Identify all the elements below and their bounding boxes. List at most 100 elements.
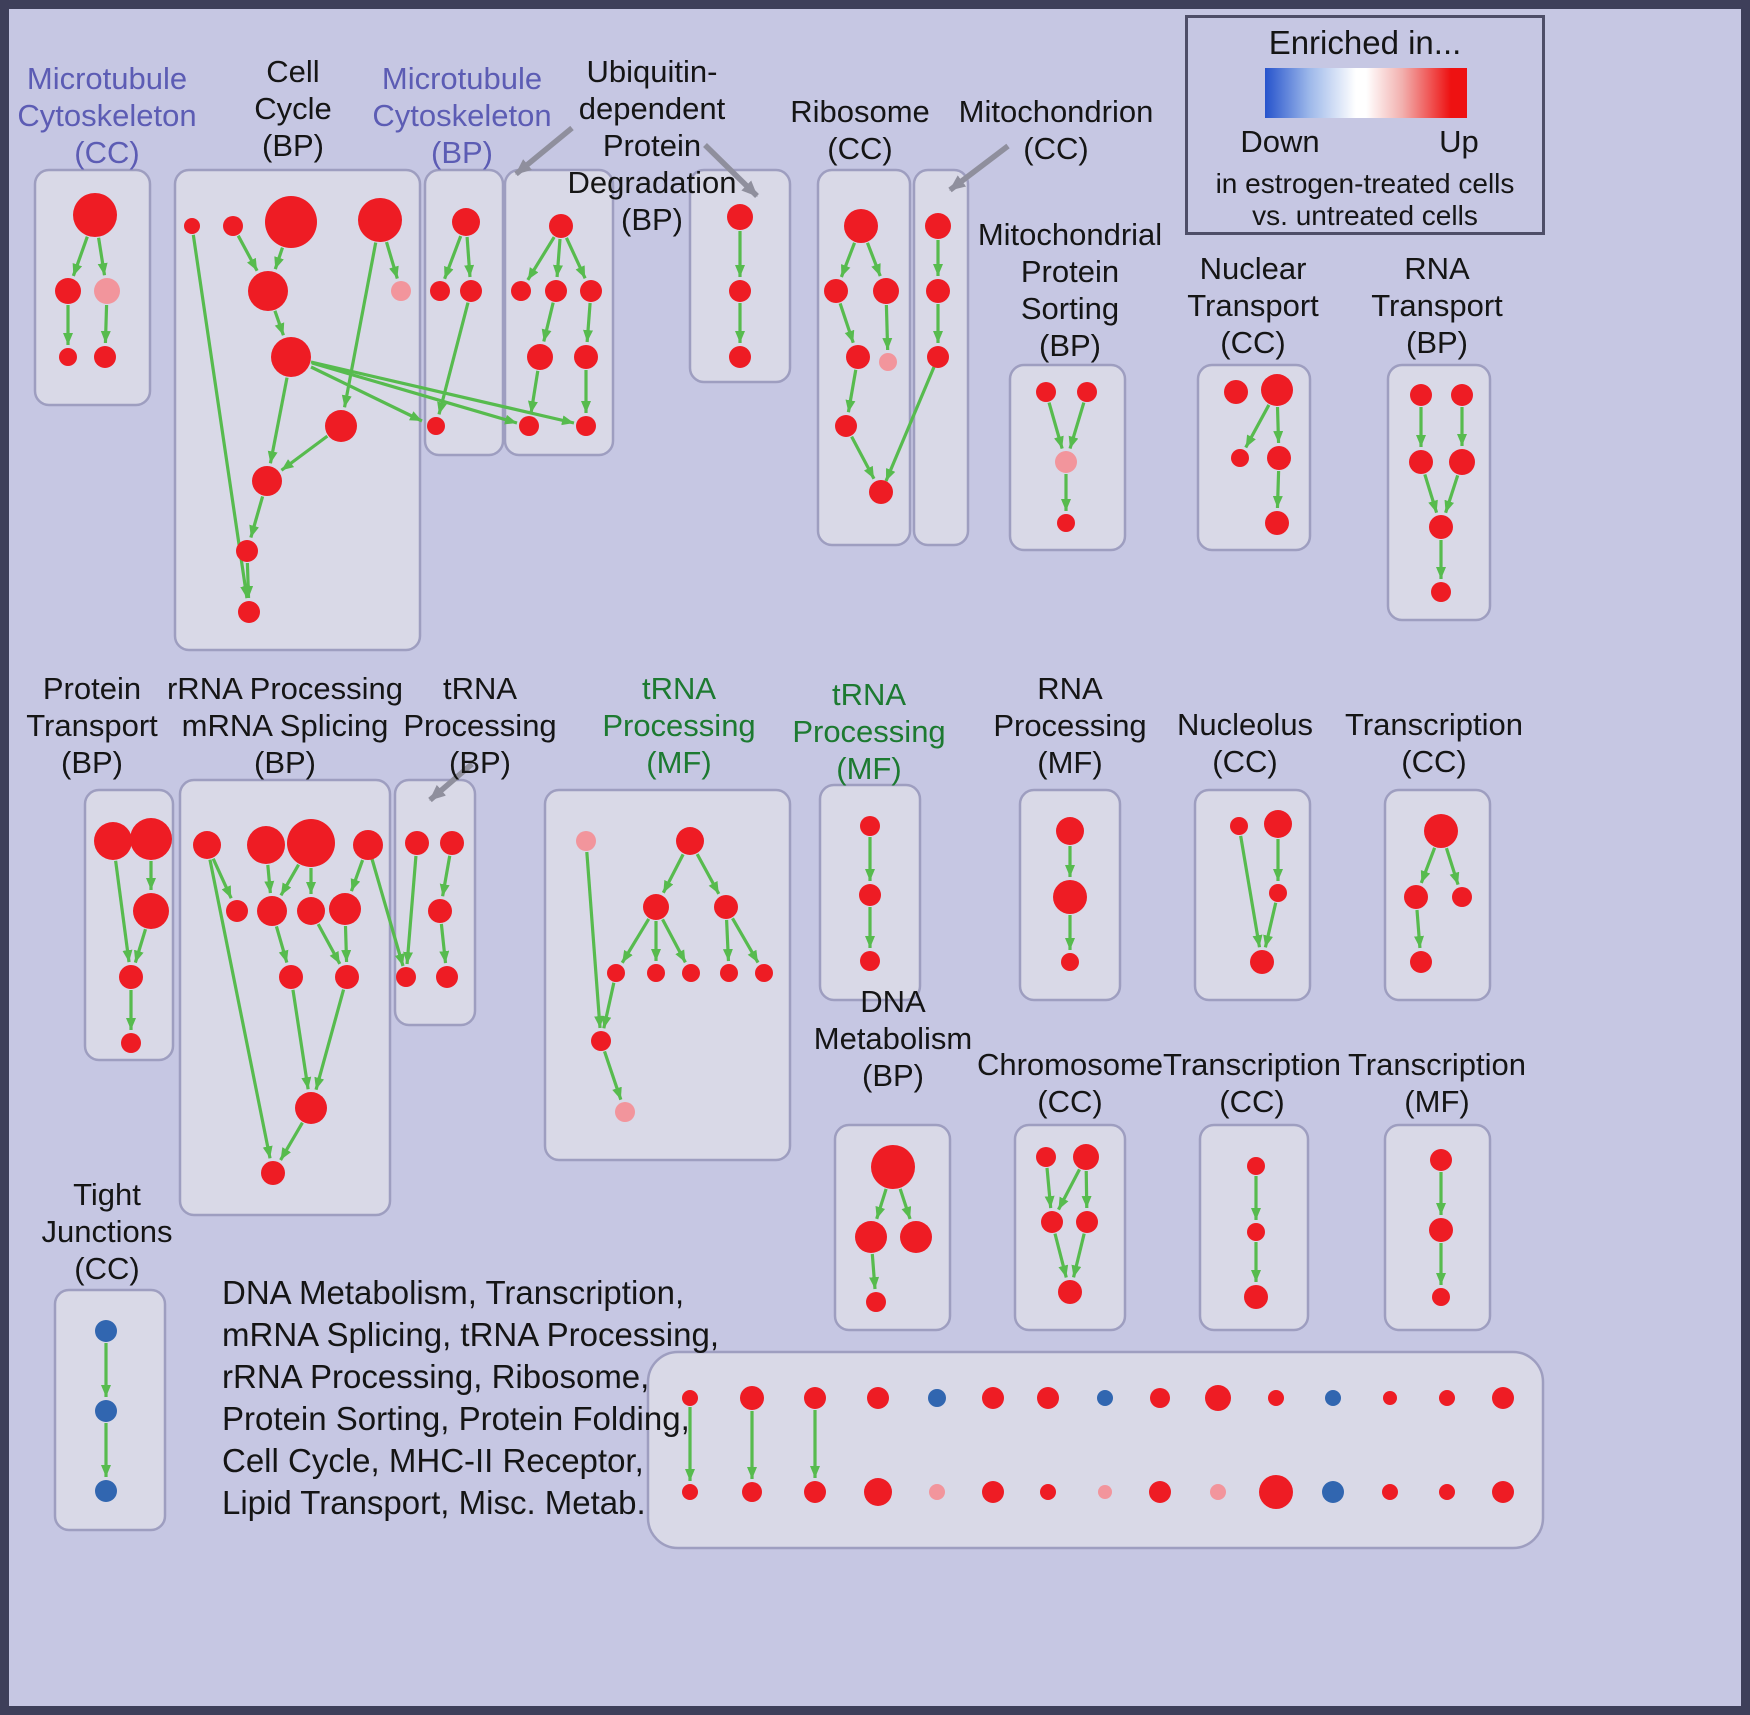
- color-legend: Enriched in... Down Up in estrogen-treat…: [1185, 15, 1545, 235]
- gene-node-microtubule-cytoskeleton-cc: [73, 193, 117, 237]
- gene-edge: [341, 242, 378, 408]
- gene-edge: [1272, 470, 1283, 509]
- gene-node-microtubule-cytoskeleton-cc: [55, 278, 81, 304]
- gene-edge: [585, 851, 605, 1029]
- gene-node-mixed-functions: [1149, 1481, 1171, 1503]
- cluster-box-microtubule-cytoskeleton-cc: [33, 168, 152, 407]
- gene-edge: [341, 925, 352, 963]
- gene-node-mixed-functions: [1205, 1385, 1231, 1411]
- gene-node-rna-transport-bp: [1451, 384, 1473, 406]
- gene-node-mixed-functions: [682, 1484, 698, 1500]
- gene-node-mixed-functions: [742, 1482, 762, 1502]
- gene-node-transcription-cc-2: [1247, 1157, 1265, 1175]
- gene-edge: [133, 928, 148, 964]
- gene-node-cell-cycle-bp: [236, 540, 258, 562]
- gene-node-nuclear-transport-cc: [1224, 380, 1248, 404]
- gene-node-dna-metabolism-bp: [855, 1221, 887, 1253]
- gene-node-ribosome-cc: [835, 415, 857, 437]
- cross-cluster-edge: [884, 366, 936, 482]
- gene-node-rrna-processing-mrna-splicing-bp: [297, 897, 325, 925]
- gene-edge: [264, 864, 275, 894]
- gene-edge: [279, 863, 300, 897]
- gene-node-mixed-functions: [1097, 1390, 1113, 1406]
- gene-node-cell-cycle-bp: [223, 216, 243, 236]
- gene-edge: [845, 369, 858, 413]
- gene-edge: [291, 989, 312, 1090]
- gene-node-transcription-cc-2: [1247, 1223, 1265, 1241]
- gene-edge: [1239, 835, 1263, 948]
- gene-edge: [273, 247, 284, 270]
- cross-cluster-edge: [311, 361, 518, 425]
- gene-node-trna-processing-mf-2: [860, 816, 880, 836]
- gene-node-rrna-processing-mrna-splicing-bp: [295, 1092, 327, 1124]
- gene-edge: [527, 370, 540, 414]
- gene-node-rna-transport-bp: [1409, 450, 1433, 474]
- label-pointer-arrow: [948, 143, 1010, 193]
- gene-edge: [1068, 402, 1086, 450]
- gene-node-mitochondrial-protein-sorting-bp: [1057, 514, 1075, 532]
- gene-node-mixed-functions: [867, 1387, 889, 1409]
- gene-node-mixed-functions: [1210, 1484, 1226, 1500]
- cluster-box-mixed-functions: [646, 1350, 1545, 1550]
- gene-node-mixed-functions: [1383, 1391, 1397, 1405]
- gene-node-mixed-functions: [1150, 1388, 1170, 1408]
- cluster-box-nuclear-transport-cc: [1196, 363, 1312, 552]
- gene-node-nuclear-transport-cc: [1231, 449, 1249, 467]
- gene-node-trna-processing-mf-1: [591, 1031, 611, 1051]
- legend-context-line-1: in estrogen-treated cells: [1215, 168, 1515, 199]
- gene-node-nuclear-transport-cc: [1267, 446, 1291, 470]
- gene-node-rna-processing-mf: [1056, 817, 1084, 845]
- gene-edge: [114, 860, 133, 963]
- gene-node-mixed-functions: [1037, 1387, 1059, 1409]
- gene-edge: [437, 302, 470, 415]
- annotation-arrows-layer: [428, 125, 1010, 803]
- gene-node-protein-transport-bp: [133, 893, 169, 929]
- gene-node-transcription-cc-1: [1410, 951, 1432, 973]
- gene-node-mitochondrial-protein-sorting-bp: [1077, 382, 1097, 402]
- gene-edge: [541, 302, 555, 342]
- gene-edge: [898, 1188, 912, 1220]
- gene-node-rrna-processing-mrna-splicing-bp: [261, 1161, 285, 1185]
- gene-edge: [526, 236, 556, 281]
- gene-node-transcription-cc-1: [1424, 814, 1458, 848]
- cluster-box-chromosome-cc: [1013, 1123, 1127, 1332]
- gene-node-ribosome-cc: [824, 279, 848, 303]
- gene-node-ubiquitin-degradation-2: [729, 346, 751, 368]
- gene-node-trna-processing-mf-2: [860, 951, 880, 971]
- gene-node-ubiquitin-dependent-protein-degradation-bp: [576, 416, 596, 436]
- gene-node-transcription-mf: [1429, 1218, 1453, 1242]
- gene-node-cell-cycle-bp: [358, 198, 402, 242]
- gene-node-mixed-functions: [1492, 1387, 1514, 1409]
- gene-node-nucleolus-cc: [1230, 817, 1248, 835]
- gene-node-tight-junctions-cc: [95, 1320, 117, 1342]
- gene-node-chromosome-cc: [1076, 1211, 1098, 1233]
- gene-node-rrna-processing-mrna-splicing-bp: [287, 819, 335, 867]
- gene-edge: [1053, 1233, 1069, 1278]
- gene-edge: [274, 925, 289, 964]
- cluster-box-nucleolus-cc: [1193, 788, 1312, 1002]
- cluster-box-rna-transport-bp: [1386, 363, 1492, 622]
- cluster-box-trna-processing-mf-1: [543, 788, 792, 1162]
- gene-edge: [1044, 1167, 1055, 1209]
- gene-node-trna-processing-bp: [440, 831, 464, 855]
- gene-node-chromosome-cc: [1058, 1280, 1082, 1304]
- gene-node-mixed-functions: [804, 1481, 826, 1503]
- gene-edge: [1444, 474, 1460, 514]
- gene-node-trna-processing-mf-2: [859, 884, 881, 906]
- gene-edge: [316, 923, 342, 965]
- gene-edge: [349, 859, 365, 892]
- gene-edge: [1047, 402, 1064, 449]
- gene-node-transcription-mf: [1430, 1149, 1452, 1171]
- gene-node-trna-processing-mf-1: [643, 894, 669, 920]
- gene-edge: [280, 434, 329, 472]
- gene-edge: [838, 302, 855, 344]
- gene-node-trna-processing-bp: [428, 899, 452, 923]
- gene-node-mitochondrion-cc: [927, 346, 949, 368]
- gene-node-mixed-functions: [1259, 1475, 1293, 1509]
- gene-node-mixed-functions: [1325, 1390, 1341, 1406]
- gene-edge: [1081, 1170, 1092, 1209]
- cross-cluster-edge: [370, 858, 405, 967]
- gene-node-rrna-processing-mrna-splicing-bp: [226, 900, 248, 922]
- gene-node-ribosome-cc: [873, 278, 899, 304]
